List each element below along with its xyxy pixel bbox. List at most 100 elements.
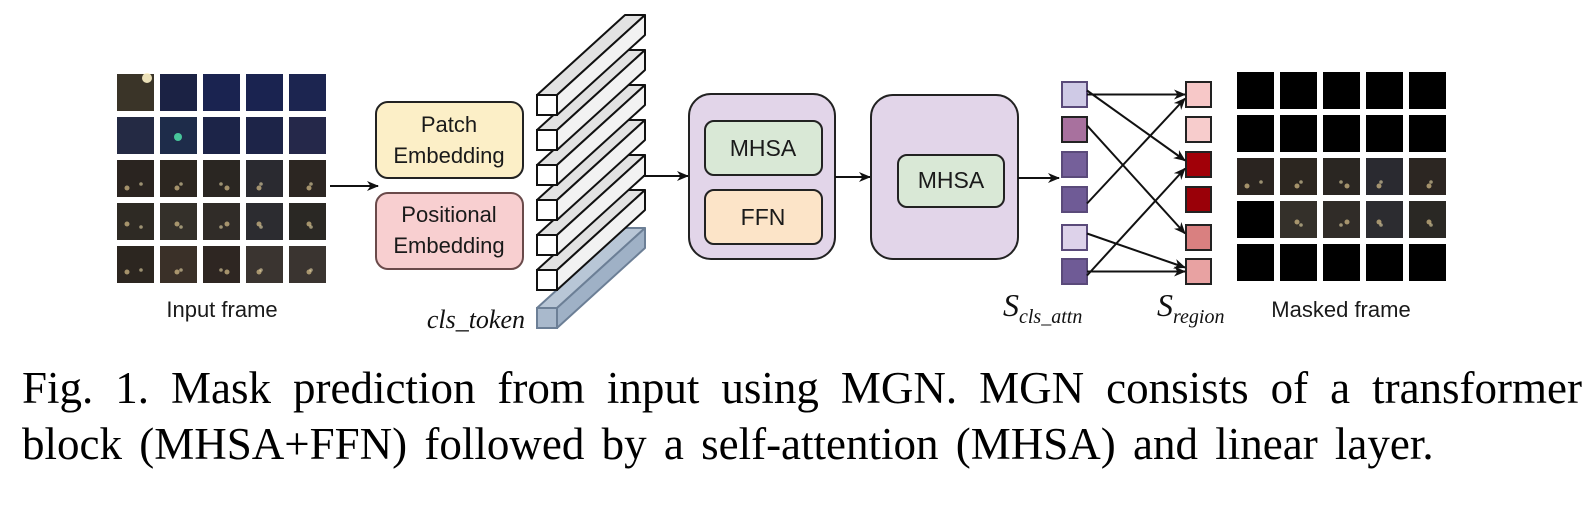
input-patch [117, 246, 154, 283]
score-connection-arrow [1086, 89, 1186, 162]
s-cls-attn-label: Scls_attn [1003, 287, 1082, 328]
masked-frame-label: Masked frame [1271, 297, 1410, 322]
token-bar [536, 14, 646, 116]
token-bar [536, 154, 646, 256]
input-patch [289, 74, 326, 111]
s-region-label: Sregion [1157, 287, 1224, 328]
s-region-cell [1185, 116, 1212, 143]
caption-line-2: block (MHSA+FFN) followed by a self-atte… [22, 419, 1434, 469]
token-bar [536, 49, 646, 151]
patch-embedding-label-2: Embedding [393, 143, 504, 168]
s-region-cell [1185, 258, 1212, 285]
input-patch [289, 160, 326, 197]
s-cls-attn-cell [1061, 224, 1088, 251]
s-region-column [1185, 81, 1212, 285]
masked-frame-masked-patch [1366, 244, 1403, 281]
attention-mhsa-label: MHSA [918, 167, 985, 193]
token-stack [536, 14, 646, 329]
input-patch [246, 160, 283, 197]
masked-frame-masked-patch [1280, 115, 1317, 152]
masked-frame-masked-patch [1237, 244, 1274, 281]
masked-frame-visible-patch [1323, 201, 1360, 238]
input-patch [160, 203, 197, 240]
masked-frame-masked-patch [1409, 244, 1446, 281]
input-patch [289, 203, 326, 240]
input-frame-label: Input frame [166, 297, 277, 322]
cls-token-label: cls_token [427, 305, 525, 334]
input-patch [203, 203, 240, 240]
masked-frame-masked-patch [1237, 201, 1274, 238]
figure-caption: Fig. 1. Mask prediction from input using… [22, 360, 1582, 472]
positional-embedding-box: Positional Embedding [375, 192, 524, 270]
input-patch [246, 74, 283, 111]
masked-frame-masked-patch [1323, 244, 1360, 281]
input-patch [117, 73, 154, 111]
s-cls-attn-cell [1061, 186, 1088, 213]
masked-frame-visible-patch [1409, 201, 1446, 238]
input-patch [289, 117, 326, 154]
s-region-cell [1185, 81, 1212, 108]
transformer-mhsa-label: MHSA [730, 135, 797, 161]
masked-frame-masked-patch [1237, 72, 1274, 109]
attention-mhsa-box [897, 154, 1005, 208]
input-patch [203, 160, 240, 197]
masked-frame-visible-patch [1366, 158, 1403, 195]
masked-frame-visible-patch [1409, 158, 1446, 195]
transformer-mhsa-box [704, 120, 823, 176]
token-bar [536, 119, 646, 221]
s-cls-attn-cell [1061, 81, 1088, 108]
s-region-cell [1185, 151, 1212, 178]
masked-frame-masked-patch [1237, 115, 1274, 152]
mgn-diagram: Input frame Patch Embedding Positional E… [117, 14, 1446, 334]
s-cls-attn-column [1061, 81, 1088, 285]
masked-frame-grid [1237, 72, 1446, 281]
masked-frame-visible-patch [1280, 158, 1317, 195]
transformer-ffn-label: FFN [741, 204, 786, 230]
input-frame-grid [117, 73, 326, 283]
masked-frame-masked-patch [1409, 115, 1446, 152]
masked-frame-masked-patch [1280, 72, 1317, 109]
positional-embedding-label-1: Positional [401, 202, 496, 227]
masked-frame-masked-patch [1323, 72, 1360, 109]
transformer-block: MHSA FFN [688, 93, 836, 260]
input-patch [117, 160, 154, 197]
masked-frame-masked-patch [1323, 115, 1360, 152]
score-connection-arrow [1086, 124, 1186, 235]
s-cls-attn-cell [1061, 151, 1088, 178]
masked-frame-visible-patch [1237, 158, 1274, 195]
s-cls-attn-cell [1061, 116, 1088, 143]
patch-embedding-box: Patch Embedding [375, 101, 524, 179]
input-patch [203, 74, 240, 111]
score-connection-arrow [1086, 97, 1186, 205]
transformer-ffn-box [704, 189, 823, 245]
input-patch [203, 117, 240, 154]
masked-frame-masked-patch [1409, 72, 1446, 109]
input-patch [289, 246, 326, 283]
input-patch [160, 117, 197, 154]
input-patch [246, 203, 283, 240]
masked-frame-masked-patch [1280, 244, 1317, 281]
masked-frame-masked-patch [1366, 115, 1403, 152]
masked-frame-visible-patch [1280, 201, 1317, 238]
input-patch [117, 117, 154, 154]
caption-line-1: Fig. 1. Mask prediction from input using… [22, 363, 1582, 413]
input-patch [160, 74, 197, 111]
positional-embedding-label-2: Embedding [393, 233, 504, 258]
input-patch [203, 246, 240, 283]
score-connection-arrow [1086, 232, 1186, 269]
s-region-cell [1185, 224, 1212, 251]
s-cls-attn-cell [1061, 258, 1088, 285]
input-patch [246, 117, 283, 154]
input-patch [246, 246, 283, 283]
s-region-cell [1185, 186, 1212, 213]
attention-block: MHSA [870, 94, 1019, 260]
input-patch [160, 246, 197, 283]
input-patch [117, 203, 154, 240]
score-connections [1086, 89, 1186, 277]
input-patch [160, 160, 197, 197]
masked-frame-visible-patch [1323, 158, 1360, 195]
patch-embedding-label-1: Patch [421, 112, 477, 137]
masked-frame-visible-patch [1366, 201, 1403, 238]
masked-frame-masked-patch [1366, 72, 1403, 109]
score-connection-arrow [1086, 167, 1186, 277]
